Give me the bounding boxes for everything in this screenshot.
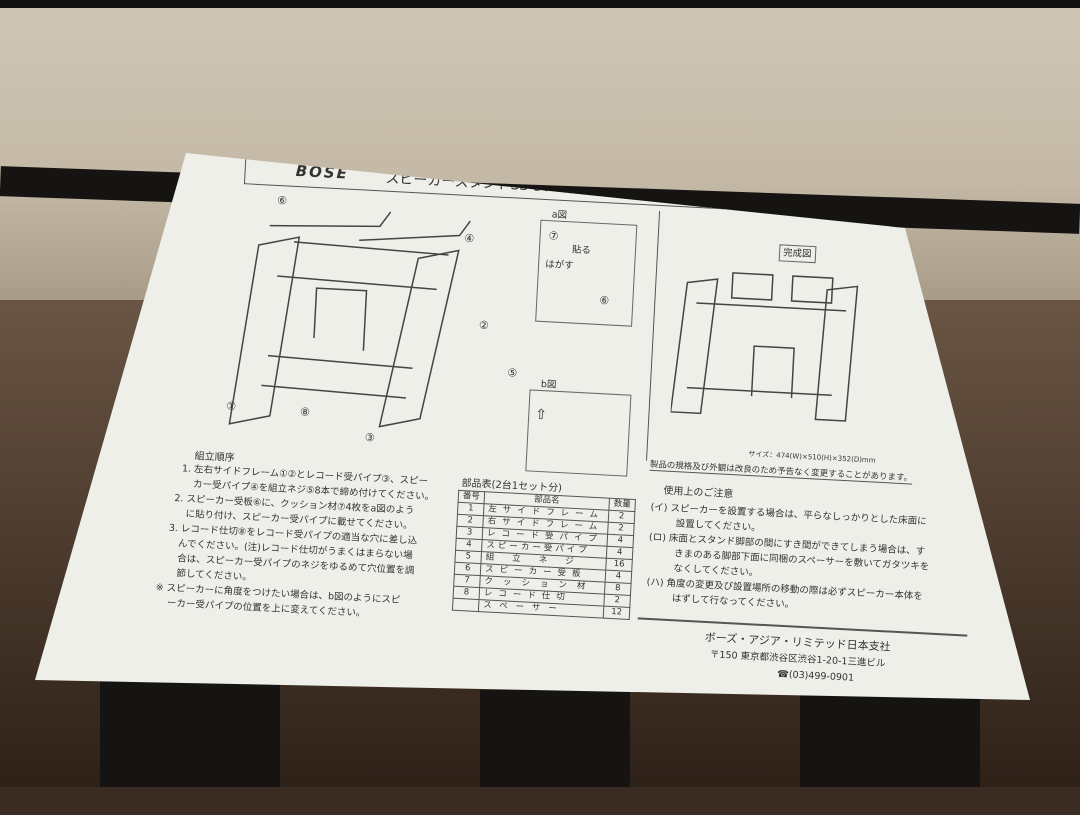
callout-6: ⑥: [598, 293, 610, 308]
callout-5: ⑤: [507, 366, 518, 380]
top-edge: [0, 0, 1080, 8]
complete-figure-label: 完成図: [778, 244, 816, 264]
callout-7: ⑦: [548, 229, 559, 243]
header-cell: 数量: [608, 498, 636, 512]
callout-2: ②: [478, 318, 490, 333]
rack-leg: [100, 680, 280, 787]
callout-1: ①: [225, 399, 237, 414]
callout-4: ④: [464, 231, 475, 246]
cell: [452, 598, 480, 612]
instruction-sheet: BOSE スピーカースタンドSS-301 組立説明図 ⑥ ④ ② ⑤ ① ⑧ ③…: [35, 153, 1030, 700]
cell: 12: [603, 606, 630, 620]
figure-b: b図 ⇧: [525, 379, 632, 477]
figure-a: a図 ⑦ 貼る はがす ⑥: [535, 209, 638, 327]
figure-b-label: b図: [540, 379, 557, 391]
usage-cautions: 使用上のご注意 (イ) スピーカーを設置する場合は、平らなしっかりとした床面に …: [645, 481, 929, 619]
divider: [646, 210, 661, 461]
figure-a-note: 貼る: [571, 244, 592, 257]
assembly-steps: 組立順序 1. 左右サイドフレーム①②とレコード受パイプ③、スピー カー受パイプ…: [155, 446, 434, 624]
exploded-diagram: [228, 211, 471, 428]
rack-leg: [480, 690, 630, 787]
callout-3: ③: [364, 430, 376, 445]
rack-leg: [800, 690, 980, 787]
arrow-up-icon: ⇧: [534, 406, 548, 424]
callout-6: ⑥: [276, 193, 288, 208]
completed-stand-diagram: [670, 272, 859, 422]
figure-a-label: a図: [551, 209, 568, 222]
figure-a-note: はがす: [544, 259, 574, 272]
callout-8: ⑧: [299, 405, 311, 419]
header-cell: 番号: [458, 490, 485, 504]
company-phone: ☎(03)499-0901: [776, 668, 855, 684]
